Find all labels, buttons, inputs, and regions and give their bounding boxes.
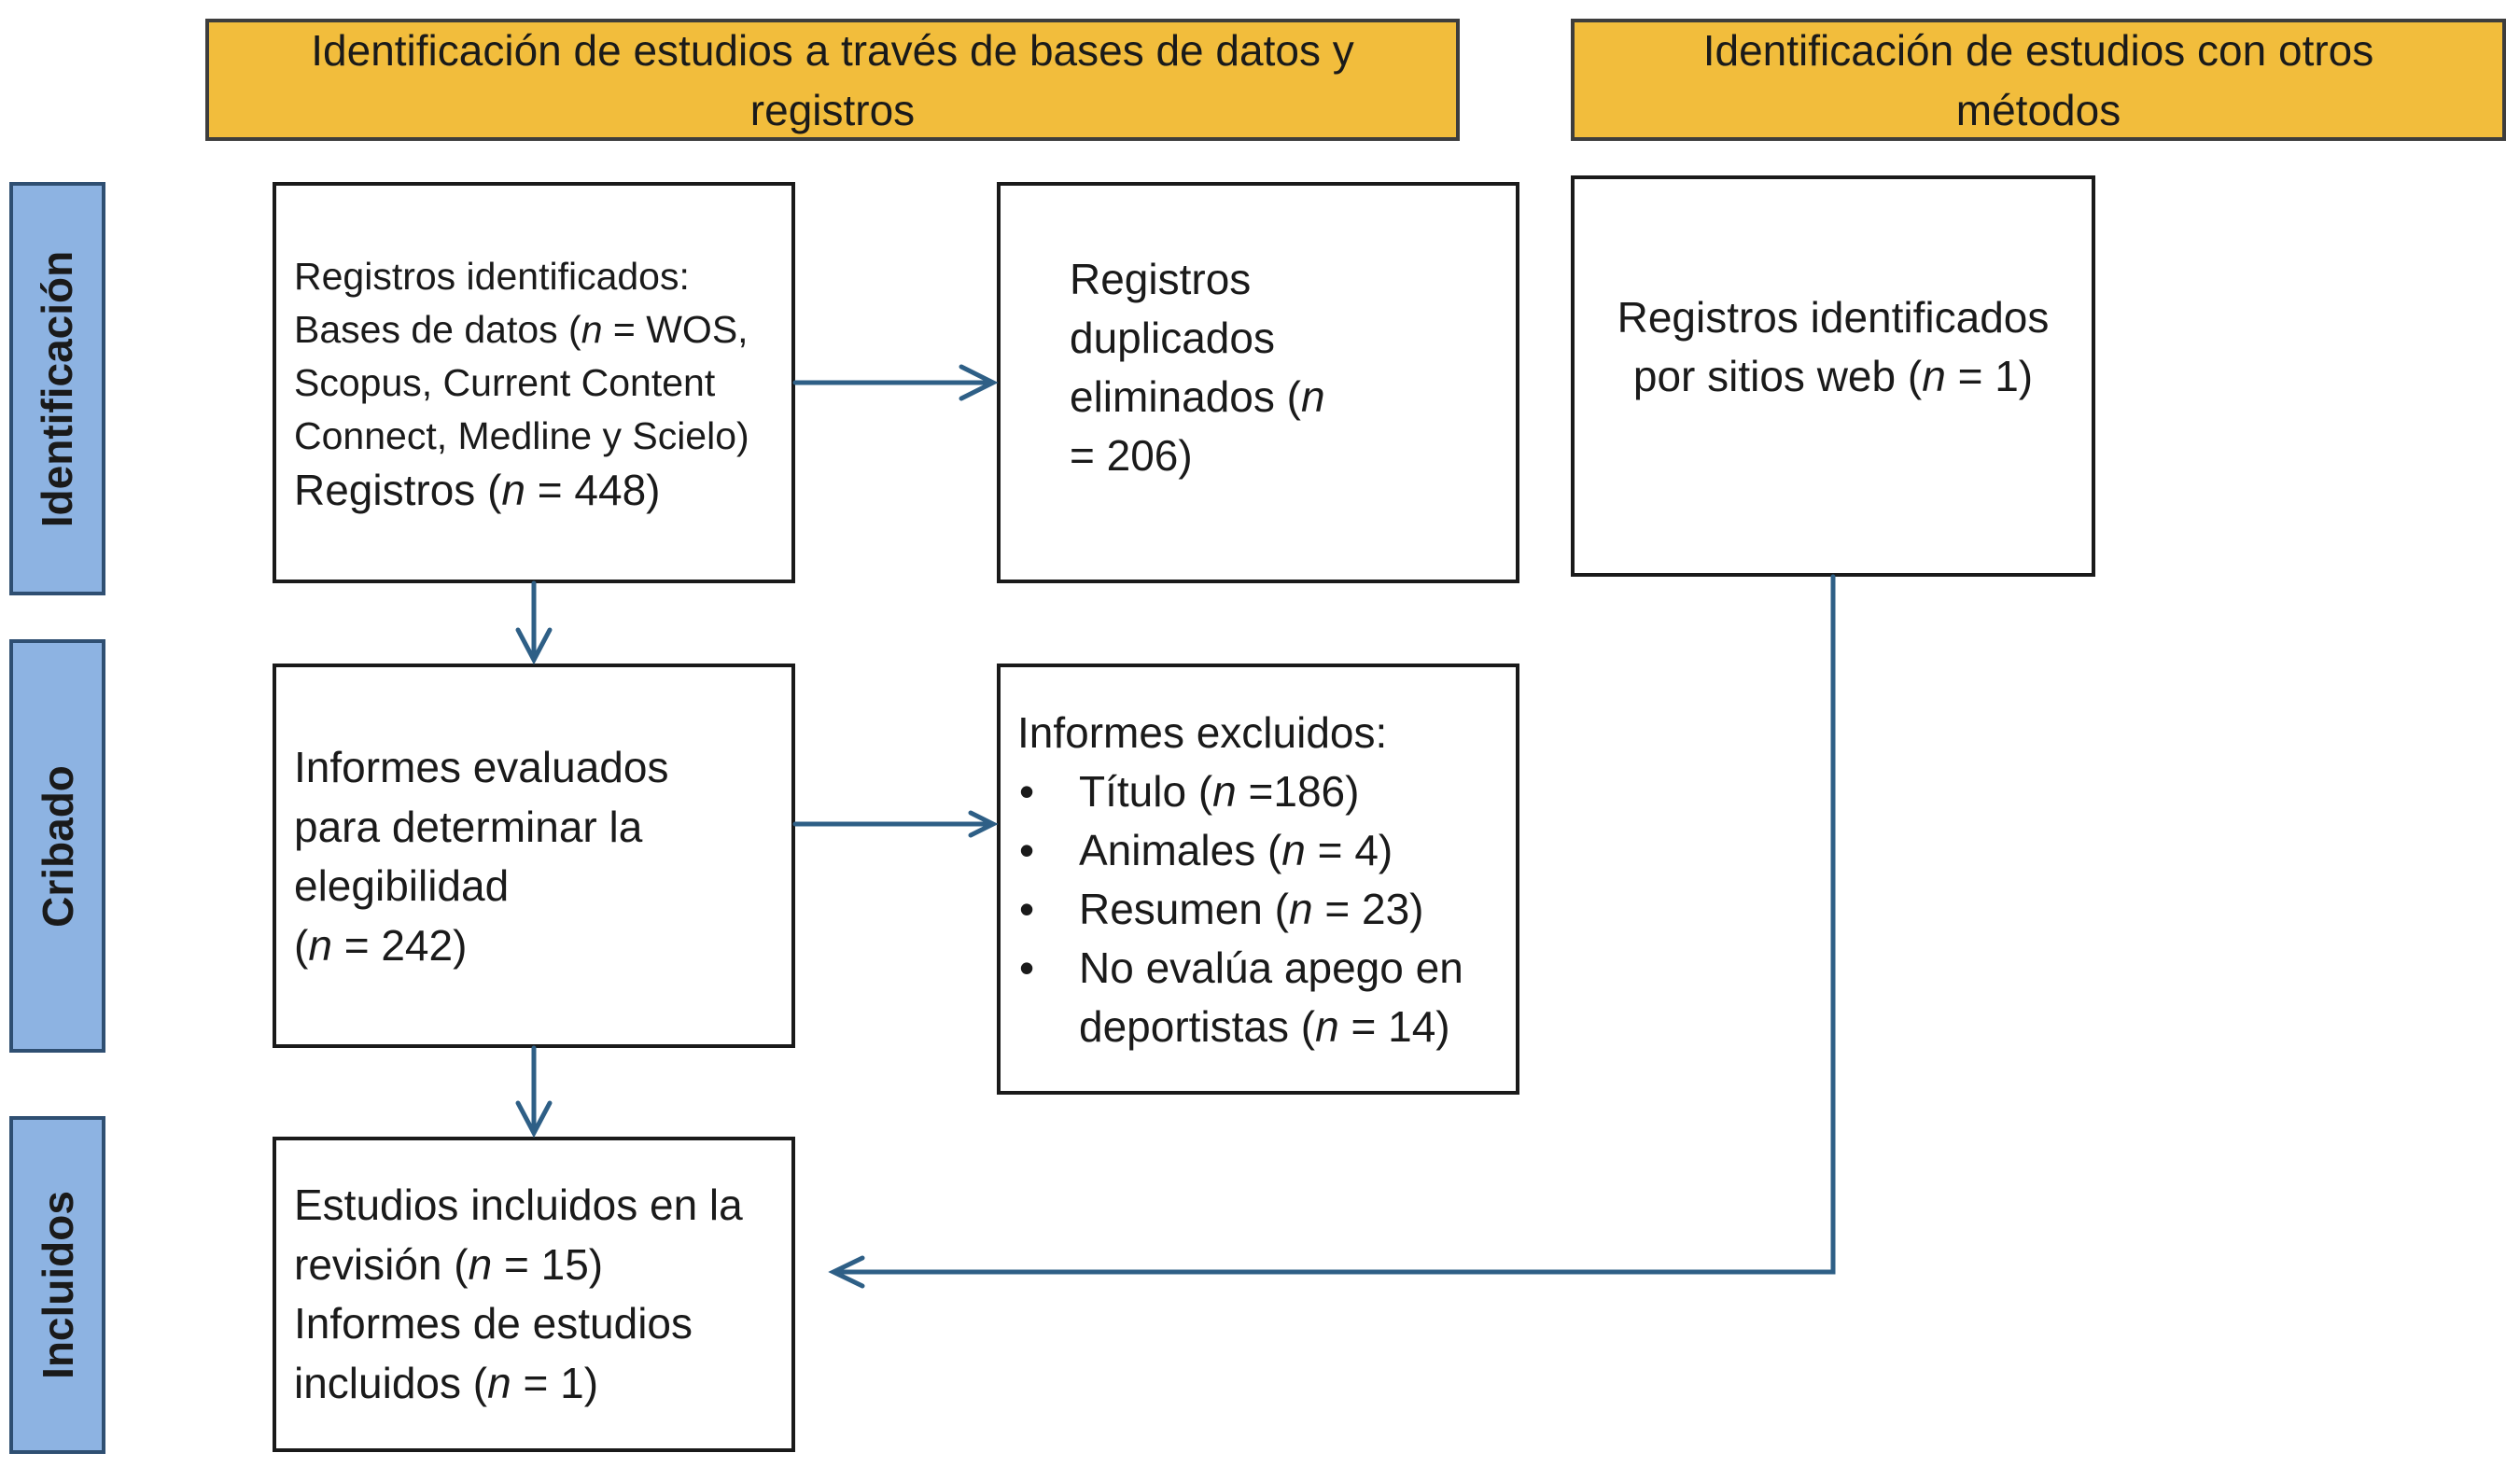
excluidos-title: Informes excluidos:: [1017, 708, 1388, 757]
bullet-icon: •: [1019, 767, 1035, 816]
bullet-icon: •: [1019, 885, 1035, 933]
header-other-line2: métodos: [1955, 85, 2121, 134]
duplicados-line3: eliminados (n: [1070, 372, 1325, 421]
phase-identificacion: Identificación: [9, 182, 105, 595]
incluidos-line2: revisión (n = 15): [294, 1240, 604, 1289]
registros-identificados-line3: Scopus, Current Content: [294, 361, 716, 404]
excluidos-item-titulo: •Título (n =186): [1019, 762, 1359, 821]
excluidos-item-resumen: •Resumen (n = 23): [1019, 880, 1423, 939]
arrowhead-excluidos: [968, 810, 999, 838]
duplicados-line4: = 206): [1070, 431, 1193, 480]
header-databases-line1: Identificación de estudios a través de b…: [311, 25, 1354, 75]
evaluados-line1: Informes evaluados: [294, 743, 669, 791]
evaluados-line3: elegibilidad: [294, 861, 510, 910]
header-databases: Identificación de estudios a través de b…: [205, 19, 1460, 141]
arrow-sitios-web-to-incluidos: [837, 574, 1836, 1275]
duplicados-line2: duplicados: [1070, 314, 1275, 362]
arrowhead-incluidos: [515, 1100, 553, 1139]
sitios-web-line1: Registros identificados: [1617, 293, 2050, 342]
bullet-icon: •: [1019, 826, 1035, 874]
evaluados-line4: (n = 242): [294, 921, 468, 970]
arrowhead-duplicados: [959, 364, 999, 401]
phase-incluidos: Incluidos: [9, 1116, 105, 1454]
arrowhead-sitios-web: [828, 1255, 865, 1289]
excluidos-item-apego: •No evalúa apego en: [1019, 939, 1463, 998]
duplicados-line1: Registros: [1070, 255, 1252, 303]
excluidos-item-animales: •Animales (n = 4): [1019, 821, 1393, 880]
excluidos-item-apego-cont: deportistas (n = 14): [1079, 1002, 1450, 1051]
sitios-web-line2: por sitios web (n = 1): [1632, 352, 2034, 400]
incluidos-line1: Estudios incluidos en la: [294, 1181, 743, 1229]
evaluados-line2: para determinar la: [294, 803, 643, 851]
header-other-line1: Identificación de estudios con otros: [1702, 25, 2374, 75]
phase-cribado: Cribado: [9, 639, 105, 1053]
registros-identificados-line4: Connect, Medline y Scielo): [294, 414, 749, 457]
registros-identificados-count: Registros (n = 448): [294, 466, 661, 514]
incluidos-line3: Informes de estudios: [294, 1299, 693, 1348]
header-databases-line2: registros: [749, 85, 916, 134]
box-informes-excluidos: [997, 664, 1519, 1095]
arrowhead-evaluados: [515, 627, 553, 665]
registros-identificados-line2: Bases de datos (n = WOS,: [294, 308, 749, 351]
box-duplicados-eliminados: [997, 182, 1519, 583]
incluidos-line4: incluidos (n = 1): [294, 1359, 599, 1407]
box-sitios-web: [1571, 175, 2095, 577]
bullet-icon: •: [1019, 943, 1035, 992]
box-estudios-incluidos: [273, 1137, 795, 1452]
registros-identificados-line1: Registros identificados:: [294, 255, 690, 298]
box-registros-identificados: [273, 182, 795, 583]
header-other-methods: Identificación de estudios con otros mét…: [1571, 19, 2506, 141]
